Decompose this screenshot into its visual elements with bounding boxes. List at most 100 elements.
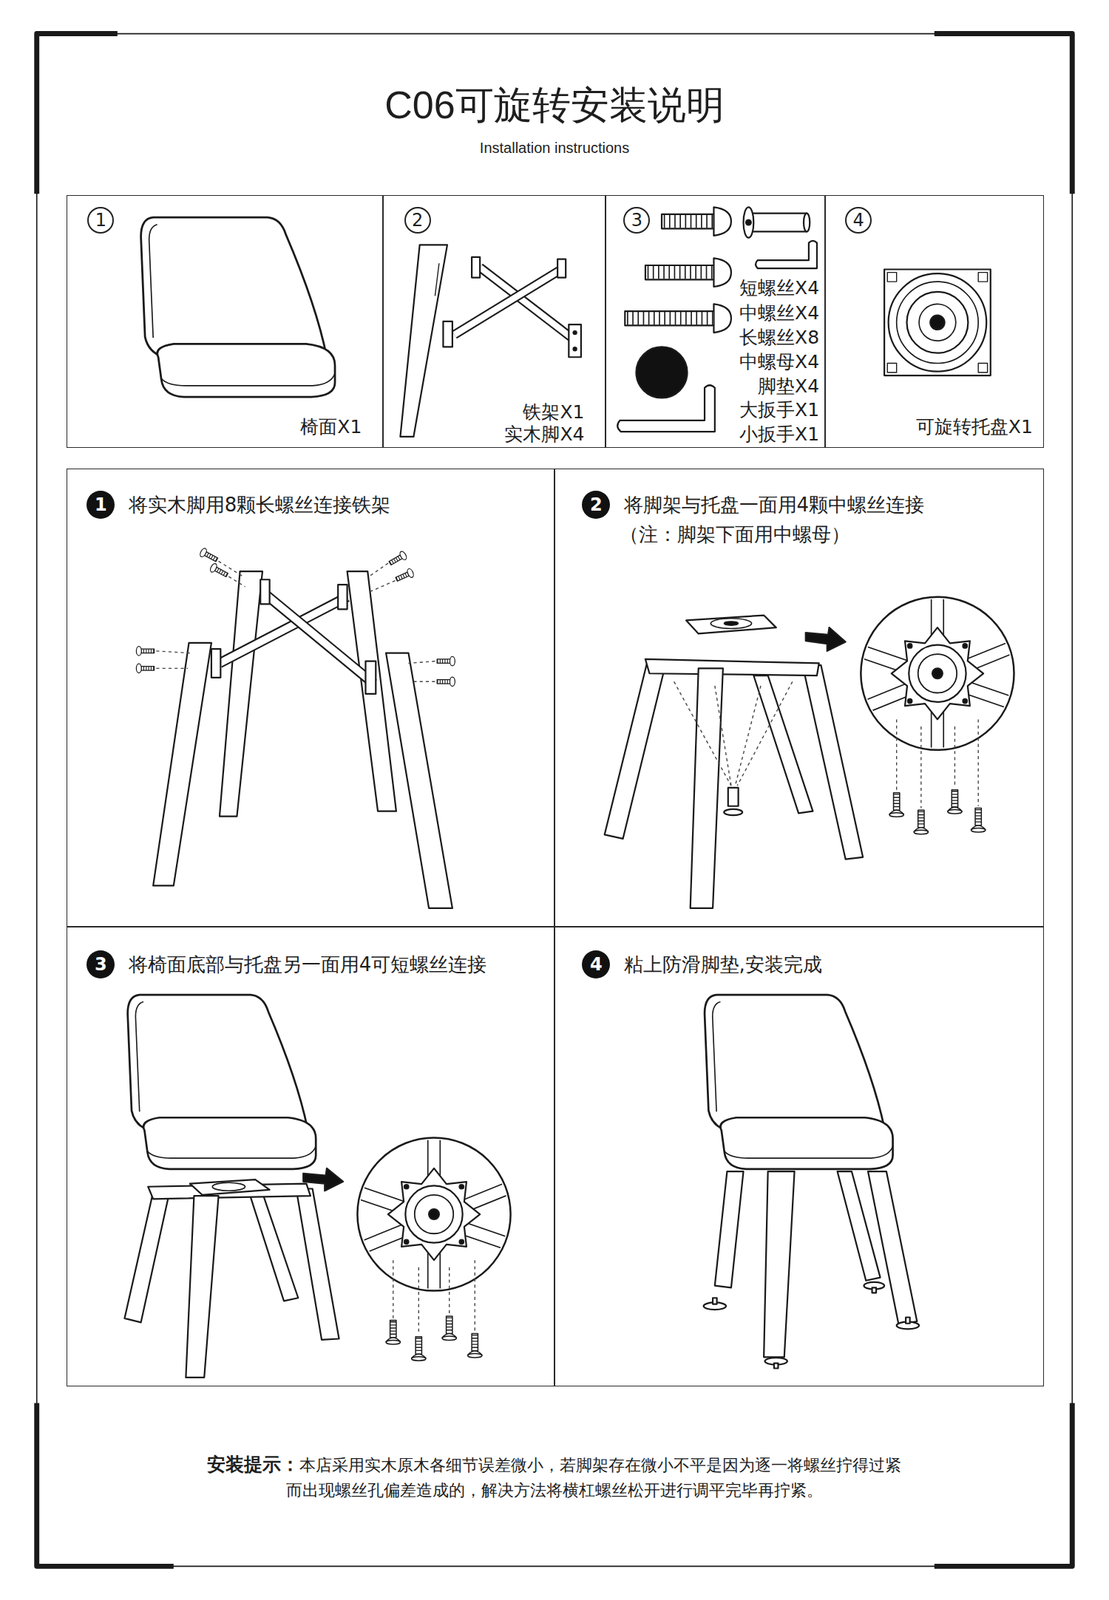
hardware-part-part xyxy=(755,241,817,269)
illustration-part xyxy=(36,34,1073,1568)
note-text: 本店采用实木原木各细节误差微小，若脚架存在微小不平是因为逐一将螺丝拧得过紧 而出… xyxy=(286,1456,902,1501)
step3-figure-part xyxy=(385,1321,400,1345)
step2-figure-part xyxy=(753,675,813,814)
step2-figure-part xyxy=(710,618,752,630)
text-slot: 可旋转托盘X1 xyxy=(916,415,1033,440)
text-slot: 椅面X1 xyxy=(300,415,362,440)
step4-figure xyxy=(703,995,919,1369)
text-slot: 1 xyxy=(87,207,114,234)
part-label: 脚垫X4 xyxy=(757,375,820,398)
hardware-part-part xyxy=(751,213,808,233)
step-panel: 3将椅面底部与托盘另一面用4可短螺丝连接 xyxy=(66,927,555,1387)
step3-figure-part xyxy=(467,1334,483,1359)
step2-figure-part xyxy=(971,808,986,833)
text-slot: 1 xyxy=(86,490,115,520)
step2-figure-part xyxy=(645,659,820,676)
part-label: 中螺母X4 xyxy=(739,351,820,373)
step1-frame-part xyxy=(394,567,415,584)
text-slot: 粘上防滑脚垫,安装完成 xyxy=(623,952,823,978)
step4-figure-part xyxy=(712,1298,718,1305)
step3-figure-part-part xyxy=(392,1260,394,1319)
swivel-plate-part-part xyxy=(930,315,945,330)
step1-frame-part xyxy=(209,562,230,579)
step1-frame-part xyxy=(347,571,397,812)
step2-figure-part-part xyxy=(954,726,956,789)
step3-figure-part-part xyxy=(474,1260,476,1333)
swivel-plate-part-part xyxy=(978,272,988,282)
frame-and-leg-part-part xyxy=(399,244,448,437)
part-cell: 4 可旋转托盘X1 xyxy=(825,195,1044,449)
text-slot: 2 xyxy=(404,207,432,234)
step2-figure-part xyxy=(686,615,777,635)
step2-figure-part xyxy=(723,621,738,627)
step-number: 1 xyxy=(86,490,115,520)
text-slot: 4 xyxy=(581,950,610,979)
part-label: 椅面X1 xyxy=(300,416,362,438)
step1-frame-part xyxy=(436,677,455,687)
step2-figure-part xyxy=(674,681,793,786)
frame-and-leg-part-part xyxy=(434,263,440,296)
step3-figure-part xyxy=(185,1196,219,1379)
step-instruction: 将实木脚用8颗长螺丝连接铁架 xyxy=(128,493,392,517)
step1-frame-part xyxy=(153,643,212,887)
part-label: 长螺丝X8 xyxy=(739,326,820,349)
step1-frame-part-part xyxy=(408,661,435,664)
callout-number: 4 xyxy=(845,207,872,234)
step-instruction: 将脚架与托盘一面用4颗中螺丝连接 xyxy=(623,493,925,517)
callout-number: 3 xyxy=(623,207,650,234)
step1-frame-part xyxy=(155,561,435,682)
step3-figure-part xyxy=(249,1196,298,1302)
frame-and-leg-part-part xyxy=(454,270,560,335)
step-number: 4 xyxy=(581,950,610,979)
part-label: 小扳手X1 xyxy=(739,423,820,446)
step3-figure-part xyxy=(411,1337,426,1362)
part-label: 大扳手X1 xyxy=(739,399,820,421)
part-label: 中螺丝X4 xyxy=(739,302,820,324)
step2-figure-part xyxy=(889,793,904,817)
text-slot: 将实木脚用8颗长螺丝连接铁架 xyxy=(128,492,392,518)
step2-figure-part-part xyxy=(714,686,732,786)
step1-frame-part-part xyxy=(411,681,436,683)
step1-frame xyxy=(136,547,455,909)
step-panel: 4 粘上防滑脚垫,安装完成 xyxy=(554,927,1044,1387)
frame-and-leg-part-part xyxy=(479,267,577,343)
step4-figure-part xyxy=(774,1364,779,1370)
text-slot: 铁架X1 xyxy=(522,400,585,425)
page-frame-part xyxy=(36,34,1073,1568)
text-slot: 将脚架与托盘一面用4颗中螺丝连接 xyxy=(623,492,925,518)
text-slot: （注：脚架下面用中螺母） xyxy=(619,521,851,548)
swivel-plate-part-part xyxy=(907,292,969,354)
frame-and-leg-part-part xyxy=(573,347,577,351)
step3-figure-part xyxy=(124,1192,171,1324)
step4-figure-part xyxy=(704,995,894,1170)
step2-figure-part-part xyxy=(896,719,897,792)
swivel-plate-part-part xyxy=(888,273,988,372)
frame-and-leg-part-part xyxy=(557,259,566,278)
install-note: 安装提示：本店采用实木原木各细节误差微小，若脚架存在微小不平是因为逐一将螺丝拧得… xyxy=(201,1453,908,1505)
step3-figure-part xyxy=(212,1182,245,1192)
step2-figure xyxy=(604,592,1020,909)
step1-frame-part xyxy=(262,592,375,684)
text-slot: 中螺母X4 xyxy=(739,350,820,375)
step1-frame-part xyxy=(219,571,263,817)
step2-figure-part-part xyxy=(920,726,922,809)
step2-figure-part-part xyxy=(674,681,732,786)
frame-and-leg-part-part xyxy=(454,270,560,335)
step3-figure-part xyxy=(190,1179,270,1196)
step1-frame-part-part xyxy=(367,563,389,578)
frame-and-leg-part-part xyxy=(479,267,577,343)
subtitle-row: Installation instructions xyxy=(0,137,1109,159)
step3-figure-part xyxy=(127,995,317,1170)
hardware-part-part xyxy=(713,303,731,333)
seat-part xyxy=(141,217,335,398)
step2-figure-part-part xyxy=(734,686,761,786)
text-slot: 3 xyxy=(623,207,650,234)
hardware-part-part xyxy=(645,265,715,280)
hardware-part-part xyxy=(647,266,713,280)
hardware-part-part xyxy=(743,207,755,238)
frame-and-leg-part-part xyxy=(573,331,577,335)
seat-part-part xyxy=(141,217,335,398)
step1-frame-part xyxy=(198,547,219,565)
step1-frame-part xyxy=(262,592,375,684)
hardware-part-part xyxy=(713,258,731,287)
